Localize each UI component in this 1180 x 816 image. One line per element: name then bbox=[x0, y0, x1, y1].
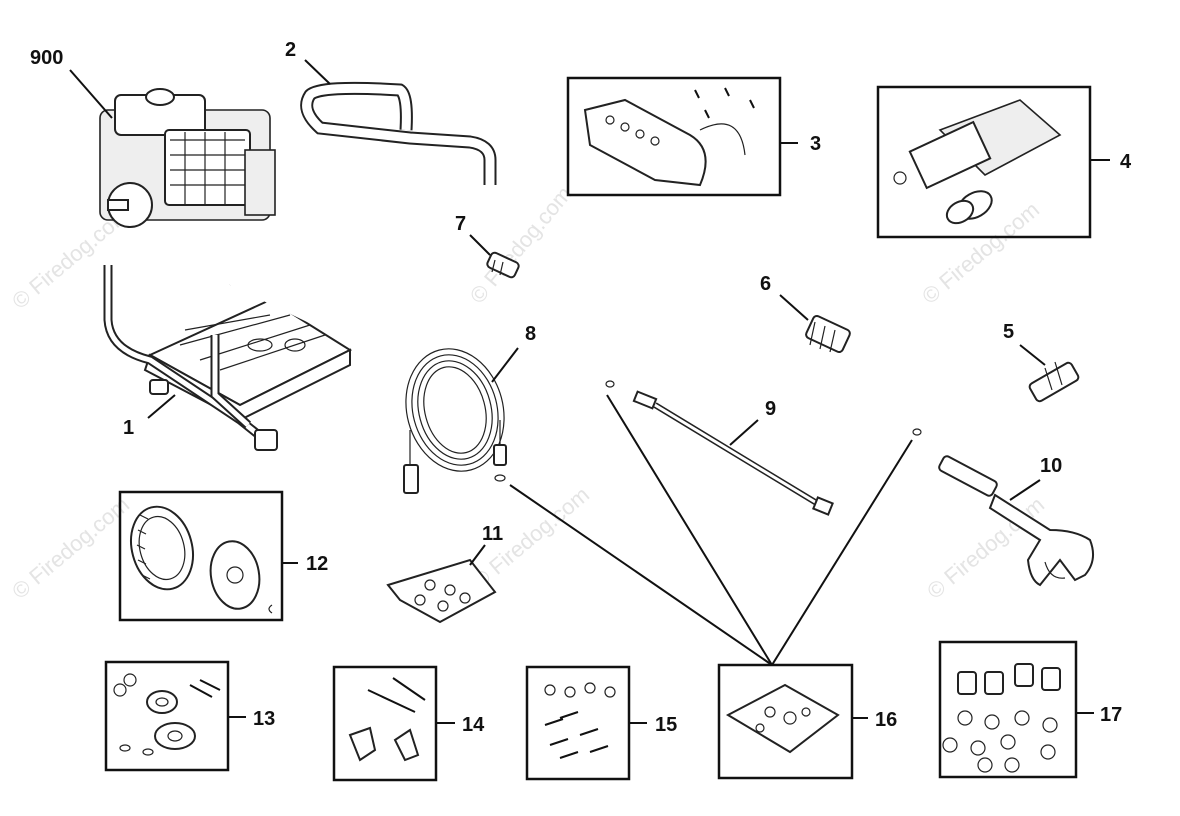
callout-13: 13 bbox=[253, 708, 275, 730]
hardware-13-part[interactable] bbox=[104, 660, 230, 772]
engine-part[interactable] bbox=[99, 88, 276, 228]
pump-part[interactable] bbox=[876, 85, 1092, 239]
callout-6: 6 bbox=[760, 273, 771, 295]
hardware-16-part[interactable] bbox=[717, 663, 854, 780]
watermark: © Firedog.com bbox=[7, 492, 134, 604]
shroud-kit-part[interactable] bbox=[566, 76, 782, 197]
wand-part[interactable] bbox=[605, 380, 834, 516]
callout-9: 9 bbox=[765, 398, 776, 420]
connector-6-part[interactable] bbox=[805, 314, 851, 354]
callout-3: 3 bbox=[810, 133, 821, 155]
hose-part[interactable] bbox=[393, 338, 518, 494]
callout-14: 14 bbox=[462, 714, 485, 736]
callout-1: 1 bbox=[123, 417, 134, 439]
callout-7: 7 bbox=[455, 213, 466, 235]
frame-part[interactable] bbox=[103, 222, 358, 451]
callout-900: 900 bbox=[30, 47, 63, 69]
callout-11: 11 bbox=[482, 523, 503, 545]
callout-4: 4 bbox=[1120, 151, 1132, 173]
hardware-17-part[interactable] bbox=[938, 640, 1078, 779]
callout-15: 15 bbox=[655, 714, 677, 736]
connector-7-part[interactable] bbox=[486, 251, 520, 279]
callout-17: 17 bbox=[1100, 704, 1122, 726]
watermark: © Firedog.com bbox=[922, 492, 1049, 604]
hardware-15-part[interactable] bbox=[525, 665, 631, 781]
callout-10: 10 bbox=[1040, 455, 1062, 477]
callout-5: 5 bbox=[1003, 321, 1014, 343]
watermark: © Firedog.com bbox=[465, 181, 577, 308]
connector-5-part[interactable] bbox=[1028, 361, 1080, 403]
callout-8: 8 bbox=[525, 323, 536, 345]
hardware-14-part[interactable] bbox=[332, 665, 438, 782]
spray-gun-part[interactable] bbox=[912, 428, 1095, 587]
handle-part[interactable] bbox=[300, 81, 497, 185]
hardware-11-part[interactable] bbox=[386, 558, 497, 624]
leader-lines bbox=[509, 394, 913, 666]
wheel-kit-part[interactable] bbox=[118, 490, 284, 622]
callout-16: 16 bbox=[875, 709, 897, 731]
callout-12: 12 bbox=[306, 553, 328, 575]
callout-2: 2 bbox=[285, 39, 296, 61]
